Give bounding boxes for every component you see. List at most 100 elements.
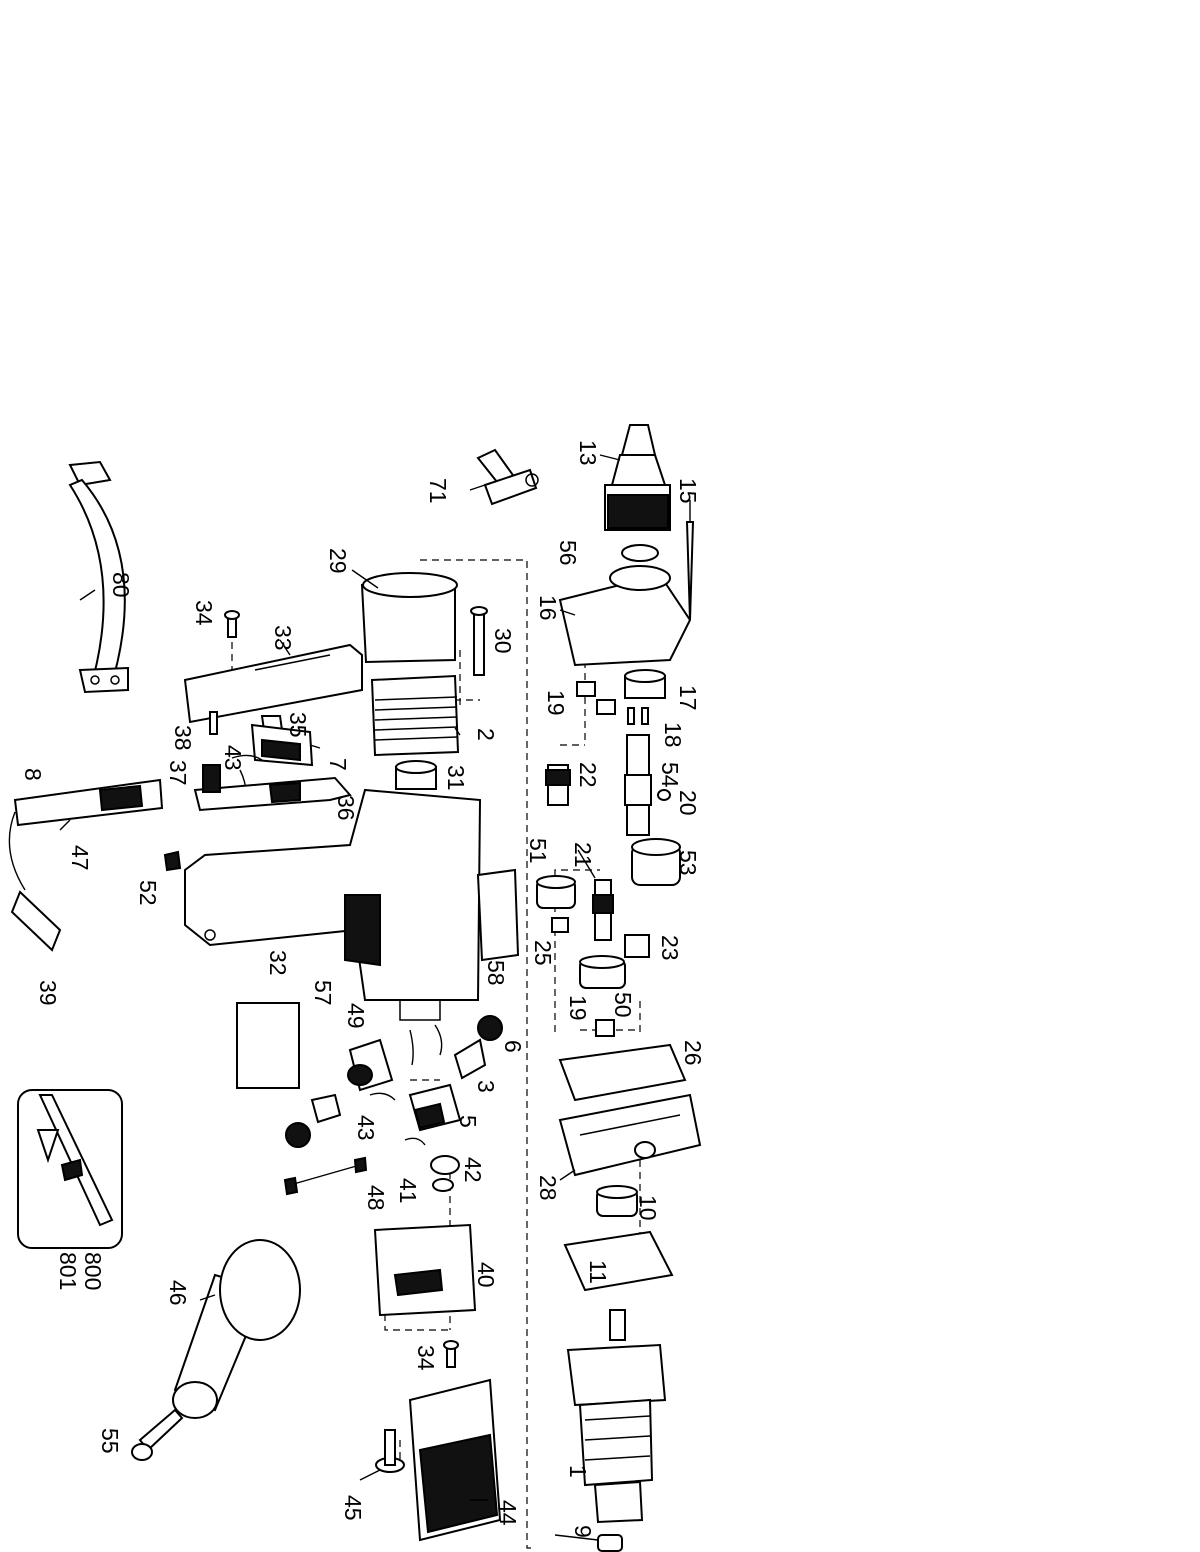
part-31-bearing (395, 760, 437, 790)
part-34-screw-lower (443, 1340, 459, 1368)
label-57: 57 (310, 980, 336, 1006)
part-58-baffle (476, 868, 520, 962)
label-40: 40 (473, 1262, 499, 1288)
part-38-screw (209, 711, 218, 735)
label-54: 54 (657, 762, 683, 788)
part-1-armature (566, 1309, 667, 1524)
label-22: 22 (575, 762, 601, 788)
part-43-lead-lower (369, 1092, 396, 1101)
label-46: 46 (165, 1280, 191, 1306)
part-6-brush-cap (477, 1015, 503, 1041)
label-19-upper: 19 (543, 690, 569, 716)
label-23: 23 (657, 935, 683, 961)
label-33: 33 (270, 625, 296, 651)
inset-800-801-box (17, 1089, 123, 1249)
label-2: 2 (473, 728, 499, 741)
label-28: 28 (535, 1175, 561, 1201)
part-53-gear (631, 838, 681, 886)
label-11: 11 (585, 1260, 611, 1284)
label-47: 47 (67, 845, 93, 871)
label-37: 37 (165, 760, 191, 786)
part-28-gear-case (558, 1093, 702, 1177)
label-50: 50 (610, 992, 636, 1018)
part-20-spindle (624, 734, 652, 836)
label-801: 801 (55, 1252, 81, 1290)
part-51-gear (536, 875, 576, 909)
label-5: 5 (455, 1115, 481, 1128)
label-34-upper: 34 (191, 600, 217, 626)
label-16: 16 (535, 595, 561, 621)
label-32: 32 (265, 950, 291, 976)
label-7: 7 (325, 758, 351, 771)
part-56-washer (621, 544, 659, 562)
part-80-handle-strap (68, 460, 129, 694)
part-71-chuck-key (476, 448, 539, 506)
leader-lines (59, 454, 691, 1541)
label-52: 52 (135, 880, 161, 906)
part-45-knob (375, 1429, 405, 1473)
label-71: 71 (425, 478, 451, 504)
label-36: 36 (333, 795, 359, 821)
part-40-end-cap (373, 1223, 477, 1317)
part-11-plate (563, 1230, 674, 1292)
part-54 (657, 789, 671, 801)
label-10: 10 (635, 1195, 661, 1221)
part-brush-holder-upper (347, 1038, 394, 1092)
label-800: 800 (80, 1252, 106, 1290)
part-3-brush (453, 1038, 487, 1080)
part-brush-lower (310, 1093, 342, 1124)
part-36-switch-housing (193, 776, 352, 812)
part-48-wire (283, 1156, 368, 1196)
label-58: 58 (483, 960, 509, 986)
label-38: 38 (170, 725, 196, 751)
label-56: 56 (555, 540, 581, 566)
part-25-bushing (551, 917, 569, 933)
part-7-switch (250, 723, 314, 767)
part-32-housing (184, 788, 482, 1021)
part-15-screw (685, 521, 695, 621)
part-23-bearing (624, 934, 650, 958)
label-43-lower: 43 (353, 1115, 379, 1141)
label-35: 35 (285, 712, 311, 738)
part-37 (202, 764, 221, 793)
label-49: 49 (343, 1003, 369, 1029)
part-55-bolt (131, 1408, 184, 1461)
label-17: 17 (675, 685, 701, 711)
part-50-gear (579, 955, 626, 989)
part-44-handle (408, 1378, 502, 1542)
label-25: 25 (530, 940, 556, 966)
label-29: 29 (325, 548, 351, 574)
part-42-41 (404, 1137, 460, 1192)
label-42: 42 (460, 1157, 486, 1183)
part-5-brush-holder (408, 1083, 462, 1132)
part-labels: 1 2 3 5 6 7 8 9 10 11 13 15 16 17 18 19 … (20, 440, 706, 1538)
label-41: 41 (395, 1178, 421, 1204)
part-22-pinion (545, 764, 571, 806)
part-9-bearing (597, 1534, 623, 1552)
part-19-bushing-lower (595, 1019, 615, 1037)
label-80: 80 (108, 572, 134, 598)
label-34-lower: 34 (413, 1345, 439, 1371)
label-45: 45 (340, 1495, 366, 1521)
label-53: 53 (675, 850, 701, 876)
part-21-shaft (592, 879, 614, 941)
label-3: 3 (473, 1080, 499, 1093)
part-33-handle-cover (183, 643, 363, 724)
part-52 (163, 850, 182, 872)
part-cap-lower (285, 1122, 311, 1148)
label-6: 6 (500, 1040, 526, 1053)
part-13-chuck (604, 424, 671, 531)
part-57-label (236, 1002, 300, 1089)
label-20: 20 (675, 790, 701, 816)
part-29-field-case (360, 572, 458, 664)
part-49-leads (409, 1024, 443, 1066)
part-19-bushings (576, 681, 616, 715)
label-51: 51 (525, 838, 551, 864)
label-13: 13 (575, 440, 601, 466)
label-21: 21 (570, 842, 596, 868)
part-26-gasket (558, 1043, 687, 1102)
label-8: 8 (20, 768, 46, 781)
part-34-screw-upper (224, 610, 240, 638)
label-31: 31 (443, 765, 469, 791)
